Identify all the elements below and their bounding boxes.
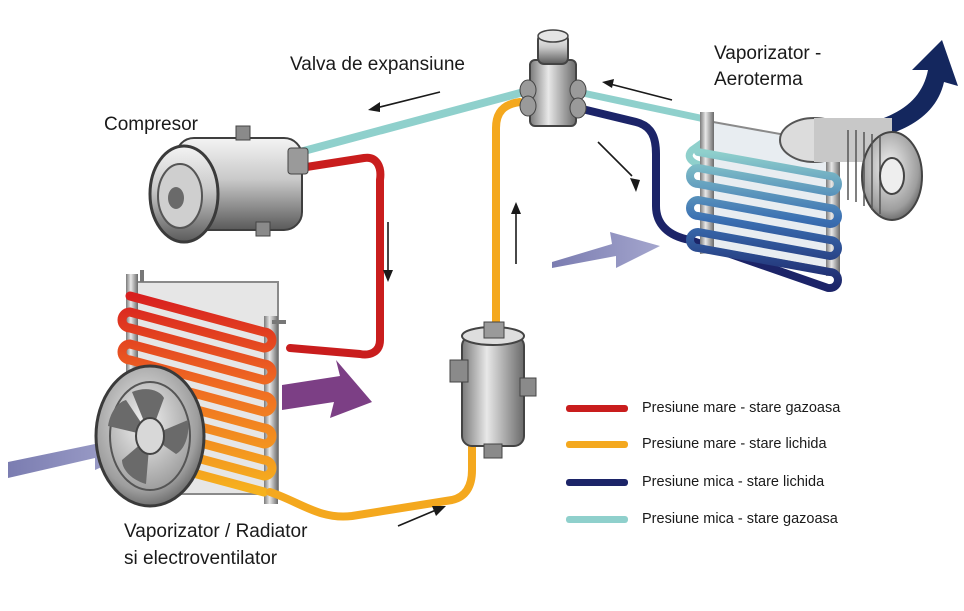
line-low-pressure-gas: [296, 88, 528, 156]
flow-arrow-suction: [375, 91, 441, 109]
flow-arrow-discharge-head: [383, 270, 393, 282]
flow-arrow-evap-return-head: [602, 79, 614, 88]
flow-arrow-liquid: [397, 509, 437, 527]
flow-arrows: [368, 79, 673, 527]
legend-swatch: [566, 440, 628, 448]
evaporator-coil: [686, 148, 842, 292]
legend-label: Presiune mica - stare lichida: [642, 474, 825, 490]
electric-fan: [94, 364, 206, 508]
line-high-pressure-liquid: [266, 434, 476, 521]
expansion-valve: [519, 29, 587, 127]
legend-label: Presiune mare - stare lichida: [642, 436, 827, 452]
legend-swatch: [566, 404, 628, 412]
label-compressor: Compresor: [104, 114, 198, 135]
flow-arrow-evap-feed: [597, 141, 633, 177]
flow-arrow-evap-feed-head: [630, 178, 640, 192]
flow-arrow-liquid-head: [432, 506, 446, 516]
label-expansion-valve: Valva de expansiune: [290, 54, 465, 75]
receiver-dryer: [449, 321, 537, 459]
legend-label: Presiune mare - stare gazoasa: [642, 400, 841, 416]
flow-arrow-evap-return: [609, 83, 673, 101]
legend-label: Presiune mica - stare gazoasa: [642, 511, 838, 527]
legend-item-high-pressure-gas: Presiune mare - stare gazoasa: [566, 397, 840, 419]
line-low-pressure-liquid: [574, 104, 832, 292]
legend-swatch: [566, 478, 628, 486]
compressor: [148, 125, 309, 244]
line-high-pressure-liquid-riser: [492, 98, 524, 332]
label-condenser-line1: Vaporizator / Radiator: [124, 521, 308, 542]
blower: [779, 117, 923, 221]
evaporator-airflow-out-arrow: [858, 40, 958, 140]
legend-item-low-pressure-gas: Presiune mica - stare gazoasa: [566, 508, 838, 530]
airflow-hot-arrow: [282, 360, 372, 418]
legend-item-high-pressure-liquid: Presiune mare - stare lichida: [566, 433, 827, 455]
legend-item-low-pressure-liquid: Presiune mica - stare lichida: [566, 471, 824, 493]
evaporator-airflow-in-arrow: [552, 232, 660, 268]
flow-arrow-liquid-up-head: [511, 202, 521, 214]
label-evaporator-line2: Aeroterma: [714, 69, 803, 90]
line-high-pressure-gas: [286, 153, 385, 359]
label-condenser-line2: si electroventilator: [124, 548, 278, 569]
legend-swatch: [566, 515, 628, 523]
flow-arrow-suction-head: [368, 102, 380, 112]
label-evaporator-line1: Vaporizator -: [714, 43, 822, 64]
condenser-coil: [117, 291, 277, 497]
